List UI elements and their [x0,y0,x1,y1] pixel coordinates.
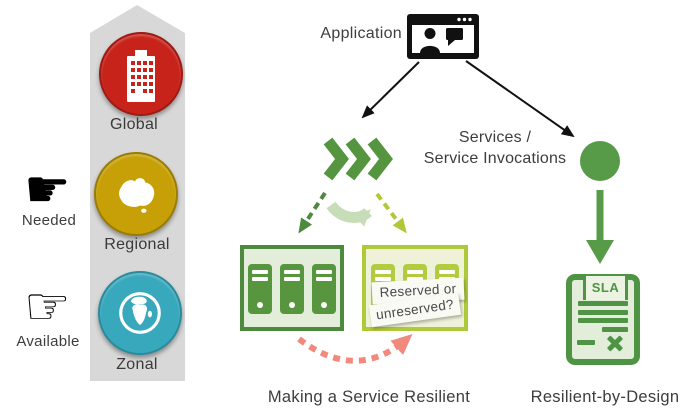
regional-label: Regional [104,236,170,253]
global-label: Global [109,116,159,133]
making-resilient-caption: Making a Service Resilient [267,388,471,406]
dashed-arrow-to-dark-servers [298,191,327,234]
application-window-icon [406,13,480,60]
sla-text-line [602,327,628,332]
services-label: Services / Service Invocations [424,127,567,169]
available-label: Available [16,333,80,350]
server-tower-icon [312,264,336,314]
services-label-line2: Service Invocations [423,150,567,167]
sla-x-mark-icon [605,333,625,353]
server-tower-icon [248,264,272,314]
sla-text-line [578,310,628,315]
zonal-label: Zonal [116,356,158,373]
service-instance-icon [580,141,620,181]
sla-text-line [578,318,628,323]
dashed-arrow-to-lime-servers [375,192,407,234]
failover-dotted-arrow [297,334,413,364]
application-label: Application [320,25,402,42]
resilient-by-design-caption: Resilient-by-Design [530,388,680,406]
zonal-badge [98,271,182,355]
server-tower-icon [280,264,304,314]
australia-icon [111,173,161,215]
available-pointing-hand-icon: ☞ [24,277,71,337]
global-badge [99,32,183,116]
arrow-instance-to-sla-head [586,240,614,264]
needed-label: Needed [21,212,77,229]
arrow-app-to-services [361,61,420,119]
sla-clip-bar [578,301,628,306]
reserved-servers-box [240,245,344,331]
sla-tab-label: SLA [583,276,628,300]
sla-document-icon: SLA [566,274,640,365]
regional-badge [94,152,178,236]
sla-signature-line [577,340,595,345]
swoosh-arrow [326,201,372,227]
building-icon [121,46,161,102]
service-chevrons-icon [321,136,403,182]
globe-icon [115,288,165,338]
arrow-app-to-instance [465,60,575,138]
needed-pointing-hand-icon: ☛ [24,160,71,220]
services-label-line1: Services / [458,129,532,146]
